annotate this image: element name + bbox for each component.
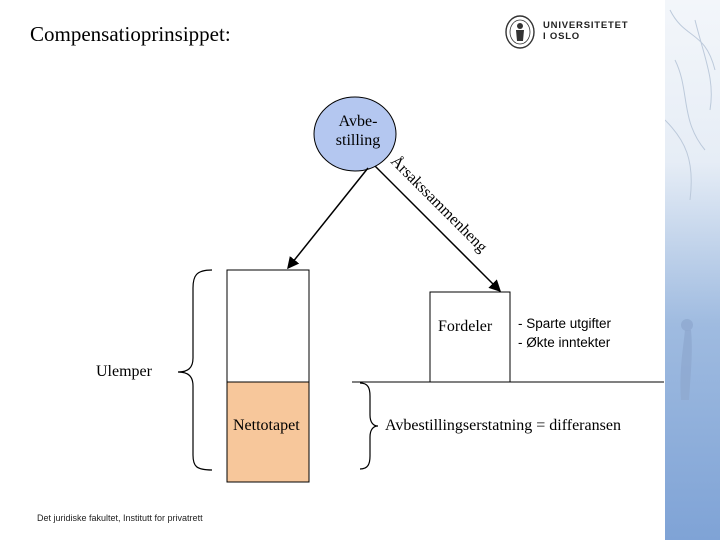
slide-title: Compensatioprinsippet: <box>30 22 231 46</box>
benefit-item: - Sparte utgifter <box>518 316 612 331</box>
causation-label: Årsakssammenheng <box>387 152 491 256</box>
drawbacks-brace <box>177 269 213 471</box>
logo-line-2: I OSLO <box>543 31 580 42</box>
university-seal-icon <box>505 15 535 49</box>
benefit-item: - Økte inntekter <box>518 335 611 350</box>
cause-node-label-line: Avbe- <box>338 113 378 130</box>
drawbacks-label: Ulemper <box>96 363 152 380</box>
net-loss-box <box>226 381 310 483</box>
logo-line-1: UNIVERSITETET <box>543 20 629 31</box>
benefits-box <box>429 291 511 383</box>
decorative-side-band <box>665 0 720 540</box>
causation-arrow-right <box>374 165 502 293</box>
footer-text: Det juridiske fakultet, Institutt for pr… <box>37 513 203 523</box>
cause-node-label: Avbe-stilling <box>318 112 398 150</box>
cause-node-label-line: stilling <box>335 132 381 149</box>
compensation-brace <box>359 382 379 470</box>
benefits-label: Fordeler <box>438 318 493 335</box>
cause-node-oval <box>313 96 397 172</box>
benefits-list: - Sparte utgifter - Økte inntekter <box>518 314 611 352</box>
net-loss-label: Nettotapet <box>233 417 300 434</box>
causation-arrow-left <box>287 167 369 270</box>
compensation-label: Avbestillingserstatning = differansen <box>385 417 621 434</box>
drawbacks-box <box>226 269 310 383</box>
university-logo: UNIVERSITETET I OSLO <box>543 20 628 42</box>
